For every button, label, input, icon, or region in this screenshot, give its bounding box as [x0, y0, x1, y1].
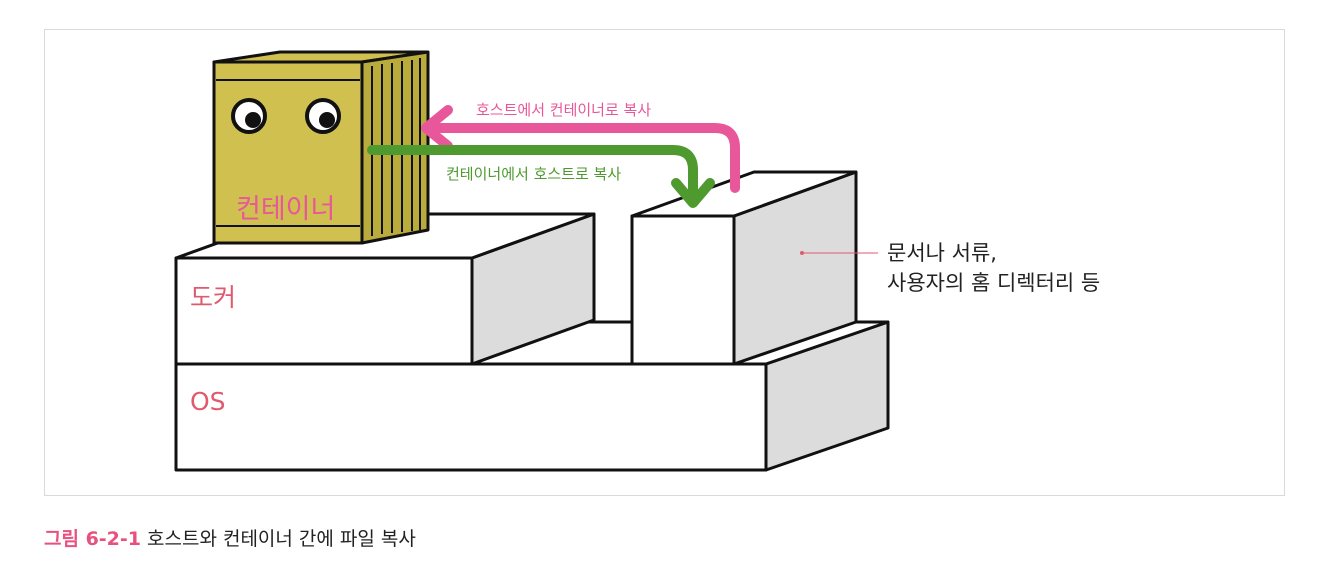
copy-host-to-container-label: 호스트에서 컨테이너로 복사 [476, 101, 651, 119]
host-files-label-line1: 문서나 서류, [887, 241, 997, 265]
os-label: OS [190, 387, 226, 416]
figure-number: 그림 6-2-1 [44, 528, 142, 550]
container-eyes [231, 98, 341, 134]
copy-host-to-container-arrow [421, 105, 740, 193]
docker-block [174, 212, 596, 366]
container-label: 컨테이너 [236, 194, 335, 225]
figure-caption-text: 호스트와 컨테이너 간에 파일 복사 [147, 528, 416, 550]
host-files-block [630, 170, 858, 366]
copy-container-to-host-label: 컨테이너에서 호스트로 복사 [446, 165, 621, 183]
host-files-label-line2: 사용자의 홈 디렉터리 등 [887, 271, 1100, 295]
copy-container-to-host-arrow [367, 145, 715, 208]
container-box [212, 50, 430, 245]
host-label-leader [800, 251, 878, 255]
docker-label: 도커 [190, 283, 236, 312]
